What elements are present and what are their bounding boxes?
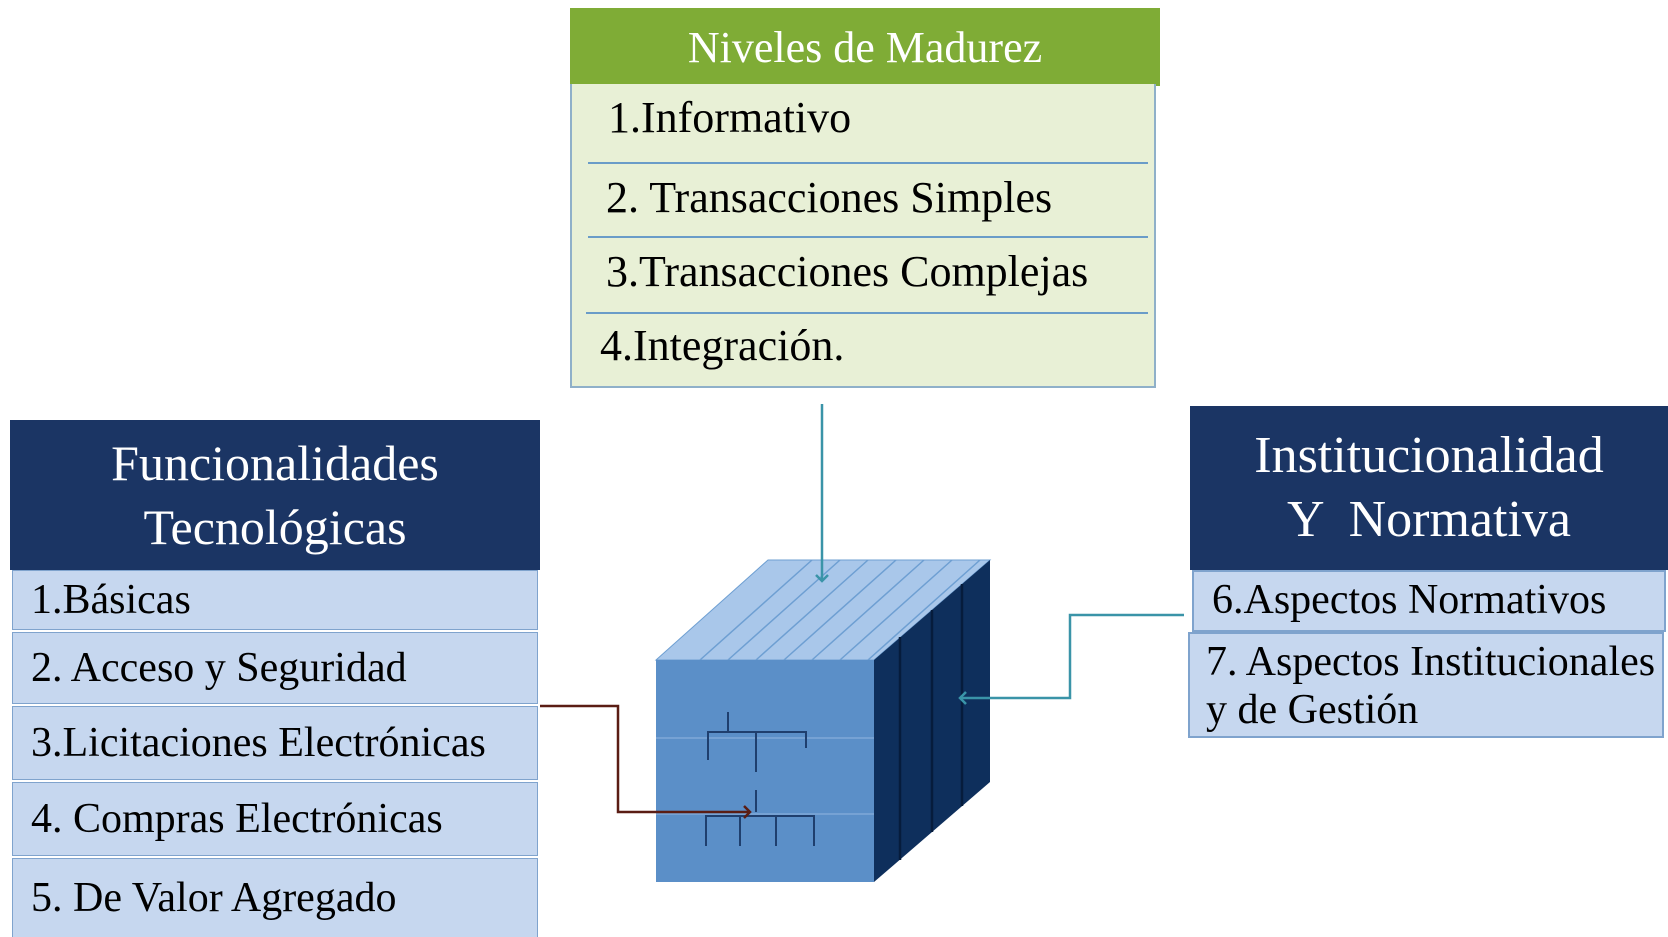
maturity-list: 1.Informativo 2. Transacciones Simples 3… bbox=[570, 84, 1156, 388]
cube-front-lines bbox=[656, 737, 874, 815]
institutional-label: 6.Aspectos Normativos bbox=[1212, 577, 1607, 623]
institutional-title-line2: Y Normativa bbox=[1286, 491, 1571, 548]
functionality-label: 4. Compras Electrónicas bbox=[31, 796, 443, 842]
functionality-item: 2. Acceso y Seguridad bbox=[12, 632, 538, 704]
maturity-header: Niveles de Madurez bbox=[570, 8, 1160, 86]
functionality-item: 4. Compras Electrónicas bbox=[12, 782, 538, 856]
org-chart-icon bbox=[705, 712, 815, 846]
divider bbox=[588, 236, 1148, 238]
functionalities-title-line1: Funcionalidades bbox=[111, 435, 439, 491]
maturity-item: 2. Transacciones Simples bbox=[606, 173, 1053, 222]
divider bbox=[588, 162, 1148, 164]
functionality-item: 3.Licitaciones Electrónicas bbox=[12, 706, 538, 780]
divider bbox=[586, 312, 1148, 314]
institutional-label: 7. Aspectos Institucionales bbox=[1206, 639, 1656, 685]
arrow-right-icon bbox=[540, 704, 752, 819]
maturity-item: 3.Transacciones Complejas bbox=[606, 247, 1089, 296]
functionality-label: 5. De Valor Agregado bbox=[31, 875, 397, 921]
institutional-title-line1: Institucionalidad bbox=[1254, 427, 1604, 484]
functionality-label: 2. Acceso y Seguridad bbox=[31, 645, 407, 691]
maturity-title: Niveles de Madurez bbox=[687, 22, 1043, 72]
cube-top-lines bbox=[699, 559, 981, 661]
institutional-label: y de Gestión bbox=[1206, 687, 1419, 733]
functionality-item: 1.Básicas bbox=[12, 570, 538, 630]
institutional-item: 7. Aspectos Institucionales y de Gestión bbox=[1188, 632, 1664, 738]
functionality-label: 1.Básicas bbox=[31, 577, 191, 623]
maturity-item: 4.Integración. bbox=[600, 321, 845, 370]
functionality-label: 3.Licitaciones Electrónicas bbox=[31, 720, 486, 766]
maturity-item: 1.Informativo bbox=[608, 93, 852, 142]
functionalities-title-line2: Tecnológicas bbox=[143, 499, 407, 555]
institutional-item: 6.Aspectos Normativos bbox=[1192, 570, 1666, 632]
cube-icon bbox=[654, 559, 992, 882]
functionality-item: 5. De Valor Agregado bbox=[12, 858, 538, 937]
functionalities-list: 1.Básicas 2. Acceso y Seguridad 3.Licita… bbox=[10, 570, 540, 937]
institutional-header: Institucionalidad Y Normativa bbox=[1190, 406, 1668, 570]
arrow-left-icon bbox=[958, 613, 1184, 705]
functionalities-header: Funcionalidades Tecnológicas bbox=[10, 420, 540, 570]
